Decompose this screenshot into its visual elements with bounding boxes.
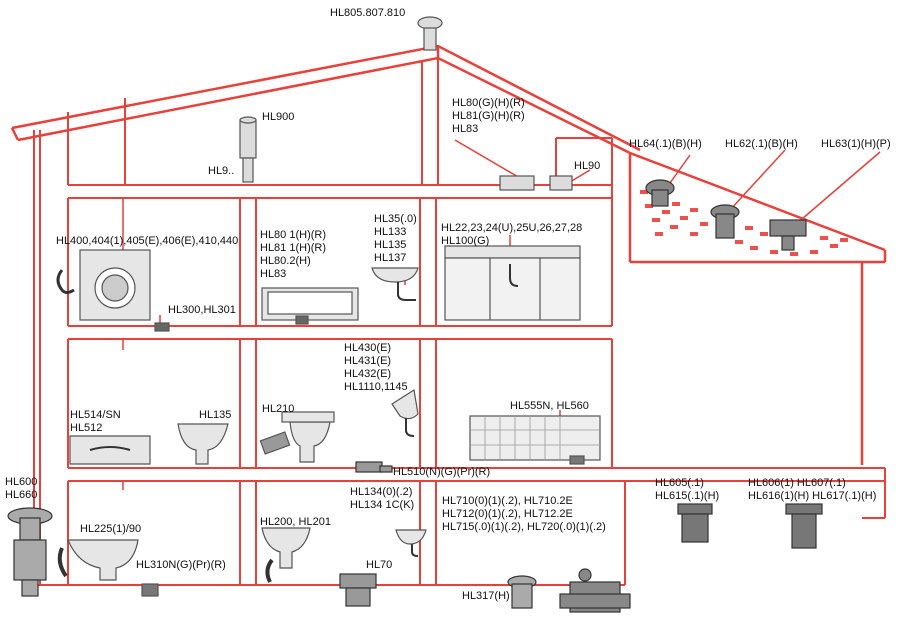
label-attic-vent: HL900 <box>262 111 295 123</box>
label-bidet-trap: HL135 <box>199 409 232 421</box>
label-attic-hl90: HL90 <box>574 160 601 172</box>
label-basin-trap: HL35(.0) HL133 HL135 HL137 <box>374 213 417 264</box>
wc-mid <box>259 411 335 463</box>
bathtub-right <box>469 415 601 465</box>
extension-roof <box>628 151 887 465</box>
basin-mid <box>391 389 419 437</box>
label-wc-pan: HL200, HL201 <box>260 516 331 528</box>
cellar-drain-fixture <box>507 575 537 609</box>
label-wc-connector: HL210 <box>262 403 295 415</box>
floor-drain-cellar <box>339 573 377 607</box>
roof-drain-fixtures <box>645 179 807 251</box>
label-backwater-valves: HL710(0)(1)(.2), HL710.2E HL712(0)(1)(.2… <box>442 495 606 533</box>
floor-drain-mid <box>355 461 393 473</box>
walls <box>67 60 625 585</box>
backwater-valve-fixture <box>559 568 631 613</box>
label-roof-drain-1: HL64(.1)(B)(H) <box>629 138 702 150</box>
external-drain-fixtures <box>677 503 823 549</box>
label-basin-trap-2: HL430(E) HL431(E) HL432(E) HL1110,1145 <box>344 342 408 393</box>
label-washer-floor: HL300,HL301 <box>168 304 236 316</box>
label-kitchen-trap: HL22,23,24(U),25U,26,27,28 HL100(G) <box>441 222 583 247</box>
cellar-outlet-fixture <box>7 507 53 597</box>
wc-pan-cellar <box>261 527 311 583</box>
basin-upper <box>371 267 419 301</box>
washing-machine <box>56 249 170 332</box>
label-wc-pan-conn: HL225(1)/90 <box>80 523 142 535</box>
label-shower-trap: HL80 1(H)(R) HL81 1(H)(R) HL80.2(H) HL83 <box>260 229 327 280</box>
roof <box>10 44 641 155</box>
label-roof-drain-2: HL62(.1)(B)(H) <box>725 138 798 150</box>
label-roof-drain-3: HL63(1)(H)(P) <box>821 138 891 150</box>
label-cellar-basin: HL134(0)(.2) HL134 1C(K) <box>350 486 415 511</box>
label-attic-trap: HL80(G)(H)(R) HL81(G)(H)(R) HL83 <box>452 97 525 135</box>
roof-tiles <box>640 190 848 256</box>
attic-trap-fixture <box>499 175 573 191</box>
attic-vent-fixture <box>239 116 257 183</box>
label-cellar-floor: HL310N(G)(Pr)(R) <box>136 559 226 571</box>
label-washer-trap: HL400,404(1),405(E),406(E),410,440 <box>56 235 239 247</box>
label-cellar-floor-2: HL70 <box>366 559 393 571</box>
shower-tray <box>261 287 359 325</box>
bath-left <box>69 435 151 465</box>
label-ext-drain-1: HL605(.1) HL615(.1)(H) <box>655 477 720 502</box>
label-cellar-drain: HL317(H) <box>462 590 510 602</box>
label-attic-valve: HL9.. <box>208 165 235 177</box>
bidet <box>177 423 229 465</box>
label-roof-vent: HL805.807.810 <box>330 7 406 19</box>
basin-cellar <box>395 529 427 557</box>
label-cellar-outlet: HL600 HL660 <box>5 476 38 501</box>
kitchen-sink <box>444 245 581 321</box>
label-bath-trap: HL514/SN HL512 <box>70 409 121 434</box>
roof-vent-fixture <box>417 16 443 51</box>
label-ext-drain-2: HL606(1) HL607(.1) HL616(1)(H) HL617(.1)… <box>748 477 877 502</box>
label-bathtub-trap: HL555N, HL560 <box>510 400 589 412</box>
wc-cellar <box>57 539 159 597</box>
label-floor-drain-mid: HL510(N)(G)(Pr)(R) <box>393 466 491 478</box>
